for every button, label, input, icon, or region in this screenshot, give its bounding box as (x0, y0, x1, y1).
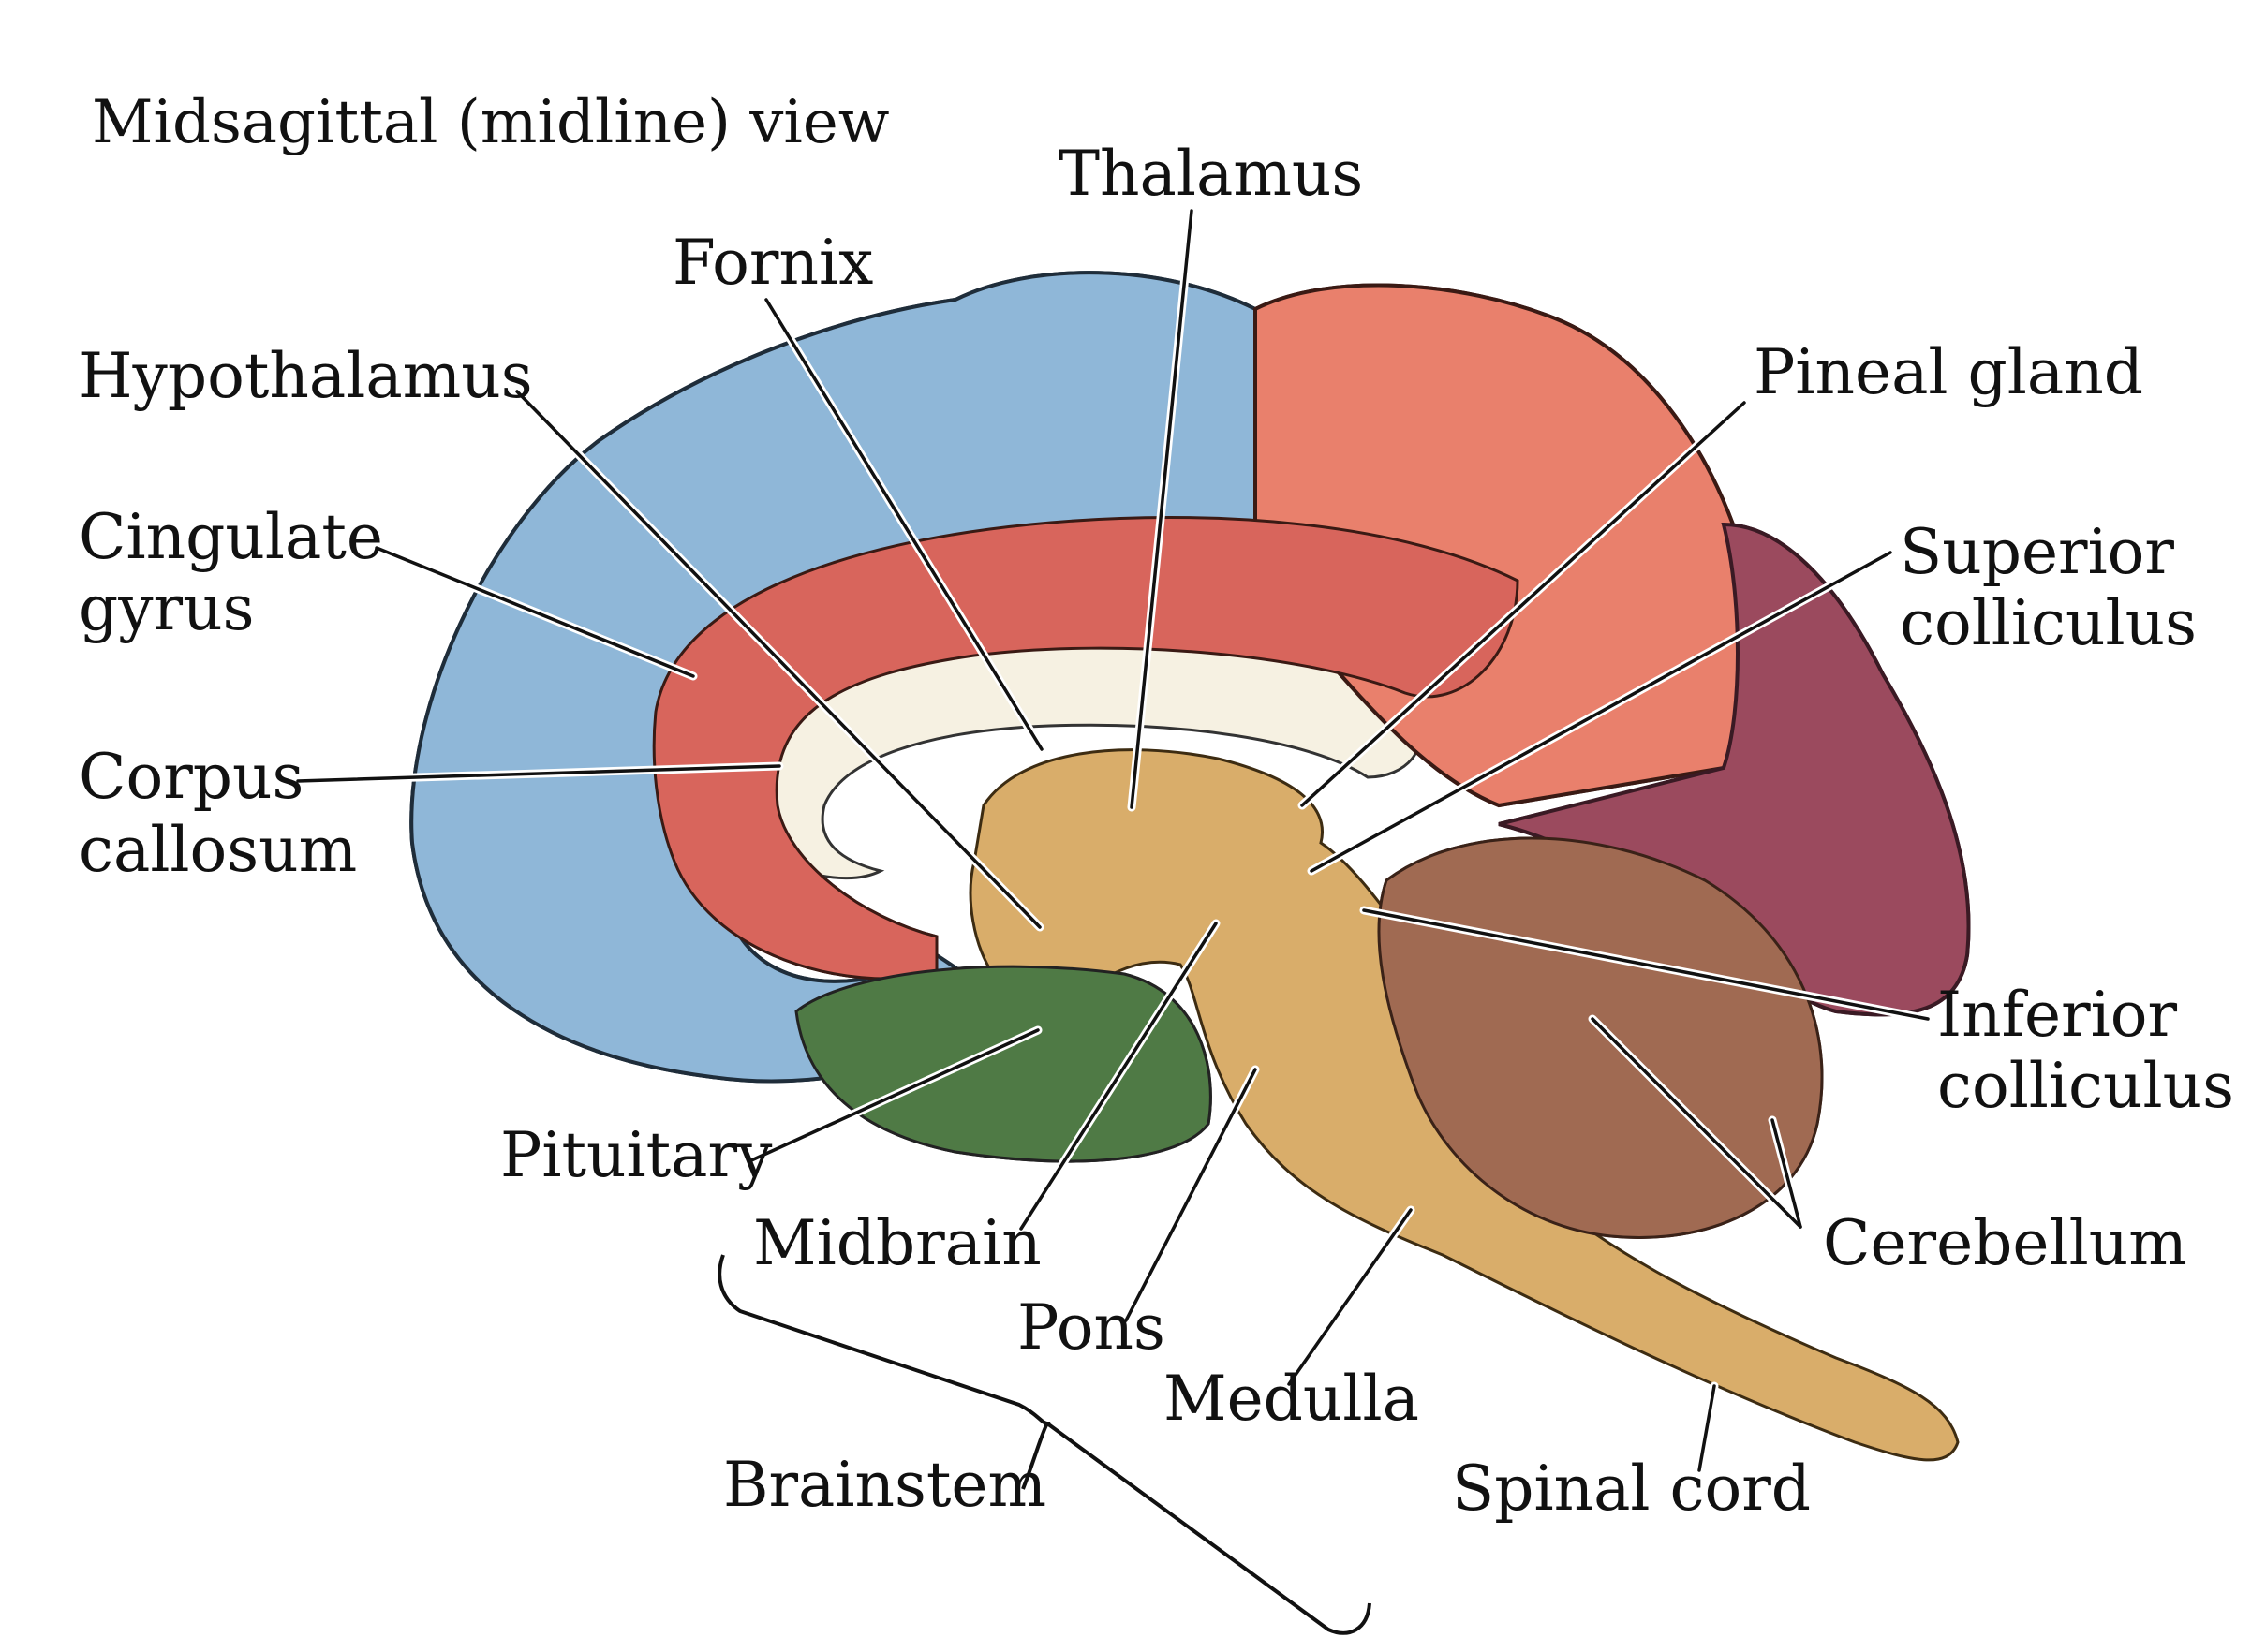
label-superior-colliculus-line2: colliculus (1900, 587, 2197, 659)
label-cingulate-gyrus-line1: Cingulate (79, 501, 383, 573)
label-corpus-callosum-line1: Corpus (79, 741, 304, 813)
label-pituitary: Pituitary (500, 1119, 773, 1191)
label-fornix: Fornix (673, 227, 873, 299)
label-cerebellum: Cerebellum (1823, 1207, 2187, 1279)
label-superior-colliculus-line1: Superior (1900, 516, 2174, 588)
label-inferior-colliculus-line2: colliculus (1937, 1050, 2234, 1122)
label-midbrain: Midbrain (753, 1207, 1042, 1279)
label-cingulate-gyrus-line2: gyrus (79, 572, 254, 644)
label-medulla: Medulla (1163, 1363, 1419, 1435)
label-brainstem: Brainstem (723, 1449, 1046, 1521)
brainstem-bracket-left (718, 1254, 1051, 1490)
label-inferior-colliculus-line1: Inferior (1937, 979, 2177, 1051)
label-pineal-gland: Pineal gland (1754, 336, 2143, 408)
label-pons: Pons (1017, 1291, 1165, 1364)
label-corpus-callosum-line2: callosum (79, 814, 357, 886)
diagram-title: Midsagittal (midline) view (92, 88, 890, 157)
brainstem-bracket-right (1045, 1422, 1371, 1635)
label-hypothalamus: Hypothalamus (79, 340, 533, 412)
leader-lines (293, 206, 1933, 1475)
label-spinal-cord: Spinal cord (1452, 1453, 1811, 1525)
label-thalamus: Thalamus (1059, 138, 1363, 210)
